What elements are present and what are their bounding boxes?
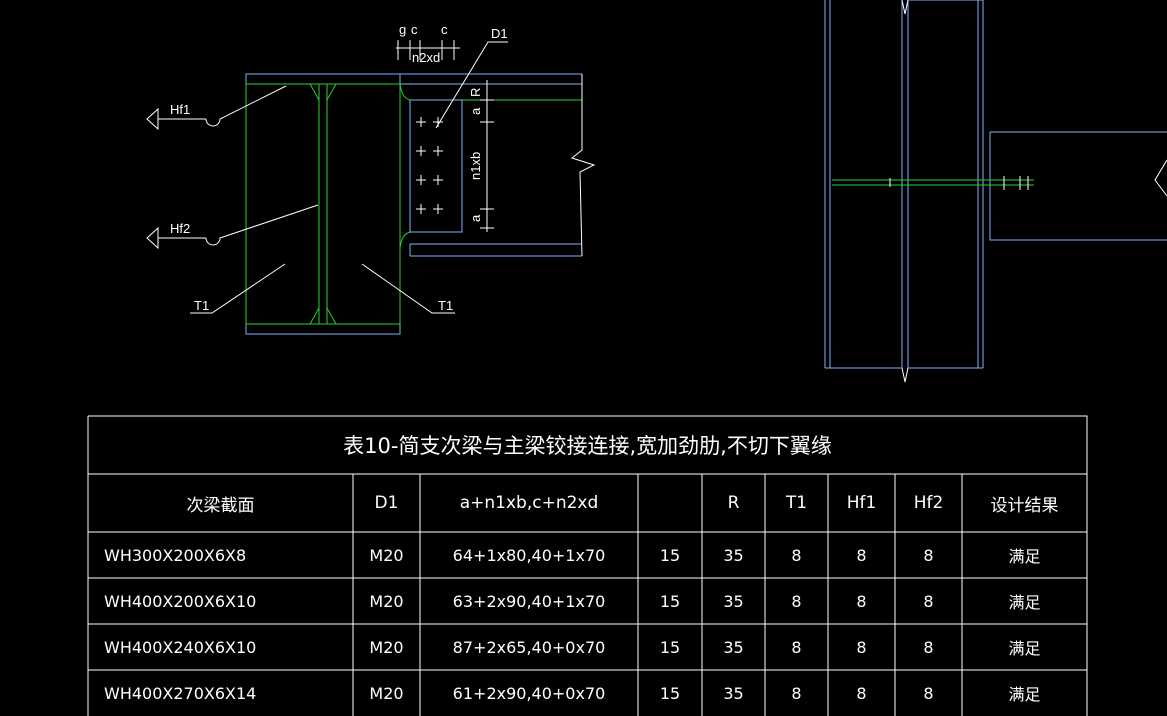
main-beam-bottom-flange [245,323,401,335]
cell-section: WH400X240X6X10 [104,637,257,657]
label-hf1: Hf1 [170,102,190,117]
main-beam-top-flange [245,73,401,85]
cell-section: WH400X200X6X10 [104,591,257,611]
cell-result: 满足 [1008,547,1041,566]
bolt-group [416,117,443,214]
header-section: 次梁截面 [186,495,255,516]
result-table: 表10-简支次梁与主梁铰接连接,宽加劲肋,不切下翼缘 次梁截面 D1 a+n1xb,… [88,416,1087,716]
fin-plate [409,99,463,233]
dim-c-right: c [441,22,448,37]
hf2-leader [146,204,319,250]
dim-a-bottom: a [468,214,483,222]
label-d1: D1 [491,26,508,41]
cell-r: 35 [723,591,744,611]
cell-d1: M20 [369,637,404,657]
cell-hf2: 8 [923,637,934,657]
cell-d1: M20 [369,545,404,565]
cell-bolt-layout: 63+2x90,40+1x70 [452,591,606,611]
cell-hf1: 8 [856,637,867,657]
cell-g: 15 [659,637,681,657]
header-hf2: Hf2 [913,493,944,513]
t1-right-leader [361,263,455,314]
cell-t1: 8 [791,591,802,611]
cell-section: WH300X200X6X8 [104,545,247,565]
cell-g: 15 [659,591,681,611]
main-beam-web [318,84,328,324]
cell-result: 满足 [1008,593,1041,612]
secondary-beam-bottom-flange [409,243,582,257]
header-hf1: Hf1 [846,493,877,513]
main-beam-outline [245,84,401,324]
column-web [901,0,909,368]
cell-t1: 8 [791,683,802,703]
cell-hf2: 8 [923,683,934,703]
secondary-beam-top-flange [399,73,582,85]
dim-r: R [468,88,483,97]
label-t1-right: T1 [438,298,453,313]
dim-c-left: c [411,22,418,37]
cell-g: 15 [659,683,681,703]
table-grid [87,415,1088,716]
cell-d1: M20 [369,591,404,611]
cell-bolt-layout: 61+2x90,40+0x70 [452,683,606,703]
cell-hf2: 8 [923,545,934,565]
cell-r: 35 [723,683,744,703]
header-t1: T1 [785,493,808,513]
column-flange-left [824,0,902,369]
cell-hf1: 8 [856,683,867,703]
cell-bolt-layout: 64+1x80,40+1x70 [452,545,606,565]
hf1-leader [146,85,287,131]
cell-r: 35 [723,545,744,565]
t1-left-leader [190,263,286,314]
cell-r: 35 [723,637,744,657]
column-flange-right [908,0,984,369]
header-result: 设计结果 [990,495,1059,516]
dim-n2xd: n2xd [412,50,440,65]
dim-g: g [399,22,406,37]
header-bolt-layout: a+n1xb,c+n2xd [459,493,599,513]
table-title: 表10-简支次梁与主梁铰接连接,宽加劲肋,不切下翼缘 [343,434,832,458]
header-g [638,474,702,532]
cell-hf1: 8 [856,545,867,565]
cell-t1: 8 [791,545,802,565]
cell-g: 15 [659,545,681,565]
cell-result: 满足 [1008,685,1041,704]
plan-detail [146,40,596,335]
cell-hf2: 8 [923,591,934,611]
header-d1: D1 [374,493,399,513]
cell-bolt-layout: 87+2x65,40+0x70 [452,637,606,657]
header-r: R [727,493,740,513]
cell-t1: 8 [791,637,802,657]
dim-n1xb: n1xb [468,152,483,180]
break-line [570,74,596,257]
label-hf2: Hf2 [170,221,190,236]
dim-a-top: a [468,107,483,115]
connection-line [832,179,1034,186]
elevation-detail [824,0,1167,383]
cell-section: WH400X270X6X14 [104,683,257,703]
label-t1-left: T1 [194,298,209,313]
cell-d1: M20 [369,683,404,703]
secondary-beam-section [989,131,1167,241]
cell-result: 满足 [1008,639,1041,658]
cell-hf1: 8 [856,591,867,611]
